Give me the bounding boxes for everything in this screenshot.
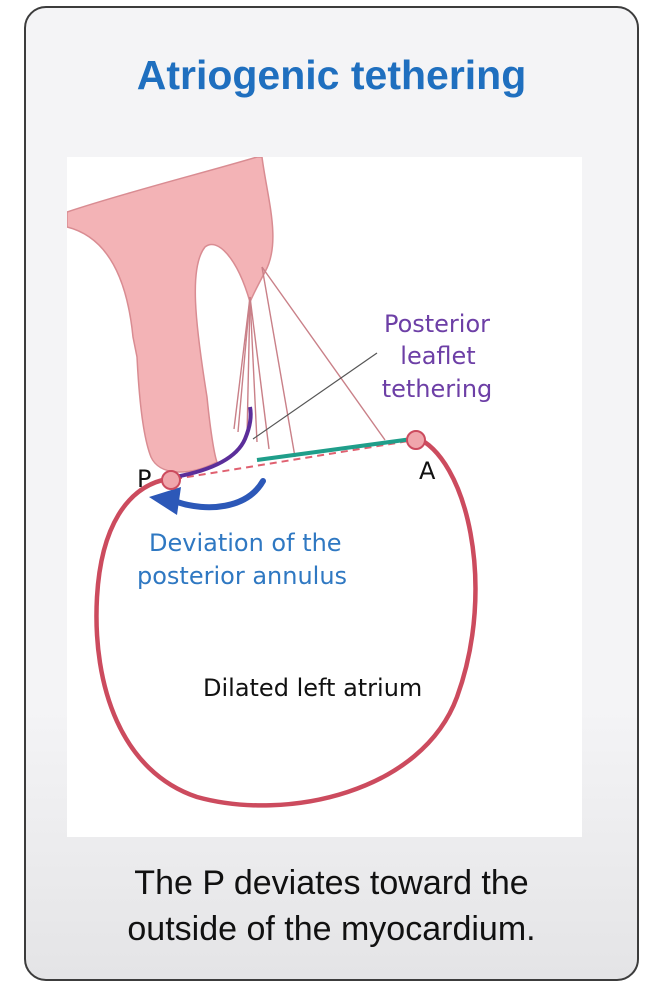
deviation-label-1: Deviation of the [149,529,342,557]
annulus-point-p [162,471,180,489]
page-title: Atriogenic tethering [24,52,639,99]
posterior-tethering-label-2: leaflet [400,342,475,370]
caption-line-1: The P deviates toward the [24,860,639,906]
chordae-tendineae [234,267,385,457]
diagram-svg: Posterior leaflet tethering P A Deviatio… [67,157,582,837]
anterior-leaflet [257,439,412,460]
label-a: A [419,457,436,485]
deviation-arrow [177,481,263,507]
atriogenic-tethering-diagram: Posterior leaflet tethering P A Deviatio… [67,157,582,837]
atrium-outline [96,437,475,805]
deviation-arrowhead [149,487,181,515]
posterior-tethering-label-3: tethering [382,375,493,403]
posterior-tethering-label-1: Posterior [384,310,490,338]
papillary-muscle [67,157,273,472]
deviation-label-2: posterior annulus [137,562,347,590]
label-p: P [137,465,151,493]
caption: The P deviates toward the outside of the… [24,860,639,952]
atrium-label: Dilated left atrium [203,674,422,702]
annulus-point-a [407,431,425,449]
caption-line-2: outside of the myocardium. [24,906,639,952]
tethering-pointer-line [253,353,377,439]
